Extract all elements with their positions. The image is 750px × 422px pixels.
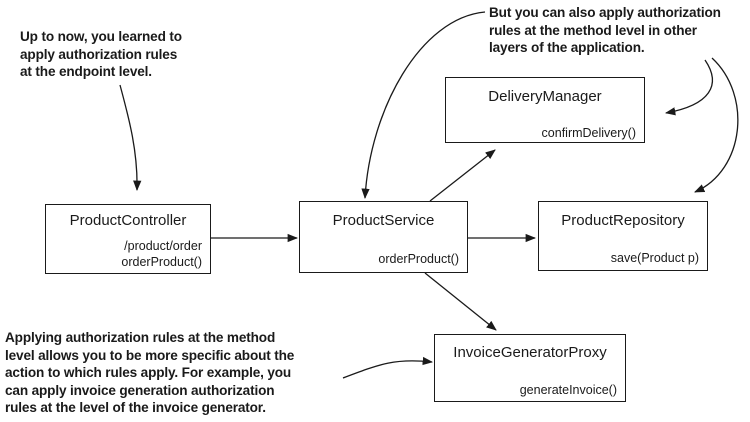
- note-line: action to which rules apply. For example…: [5, 365, 292, 380]
- delivery-manager-box: DeliveryManager confirmDelivery(): [445, 77, 645, 143]
- box-title: ProductController: [69, 212, 187, 229]
- note-endpoint-level: Up to now, you learned to apply authoriz…: [20, 28, 182, 81]
- method-name: generateInvoice(): [519, 383, 617, 397]
- callout-invoice-pointer: [342, 356, 434, 379]
- product-service-box: ProductService orderProduct(): [299, 201, 468, 273]
- product-repository-box: ProductRepository save(Product p): [538, 201, 708, 271]
- invoice-generator-proxy-box: InvoiceGeneratorProxy generateInvoice(): [434, 334, 626, 402]
- box-title: InvoiceGeneratorProxy: [453, 344, 607, 361]
- method-name: confirmDelivery(): [541, 126, 636, 140]
- note-line: layers of the application.: [489, 40, 645, 55]
- arrow-service-to-invoice: [424, 272, 497, 331]
- callout-service-pointer: [361, 11, 486, 200]
- endpoint-path: /product/order: [124, 239, 202, 253]
- method-name: save(Product p): [610, 251, 699, 265]
- method-name: orderProduct(): [378, 252, 459, 266]
- box-details: /product/order orderProduct(): [121, 238, 202, 270]
- note-line: can apply invoice generation authorizati…: [5, 382, 275, 398]
- box-title: ProductRepository: [561, 212, 685, 229]
- note-line: at the endpoint level.: [20, 64, 152, 79]
- note-line: Up to now, you learned to: [20, 29, 182, 44]
- callout-endpoint-pointer: [119, 84, 142, 192]
- box-title: DeliveryManager: [488, 88, 602, 105]
- method-name: orderProduct(): [121, 255, 202, 269]
- note-line: apply authorization rules: [20, 46, 178, 62]
- note-line: rules at the level of the invoice genera…: [5, 400, 266, 415]
- note-line: Applying authorization rules at the meth…: [5, 330, 276, 345]
- note-line: level allows you to be more specific abo…: [5, 347, 295, 363]
- callout-delivery-pointer: [664, 59, 714, 116]
- note-method-layers: But you can also apply authorization rul…: [489, 4, 721, 57]
- callout-repository-pointer: [694, 57, 739, 193]
- box-title: ProductService: [332, 212, 435, 229]
- note-line: rules at the method level in other: [489, 22, 697, 38]
- arrow-service-to-delivery: [429, 149, 496, 202]
- note-more-specific: Applying authorization rules at the meth…: [5, 329, 294, 417]
- product-controller-box: ProductController /product/order orderPr…: [45, 204, 211, 274]
- note-line: But you can also apply authorization: [489, 5, 721, 20]
